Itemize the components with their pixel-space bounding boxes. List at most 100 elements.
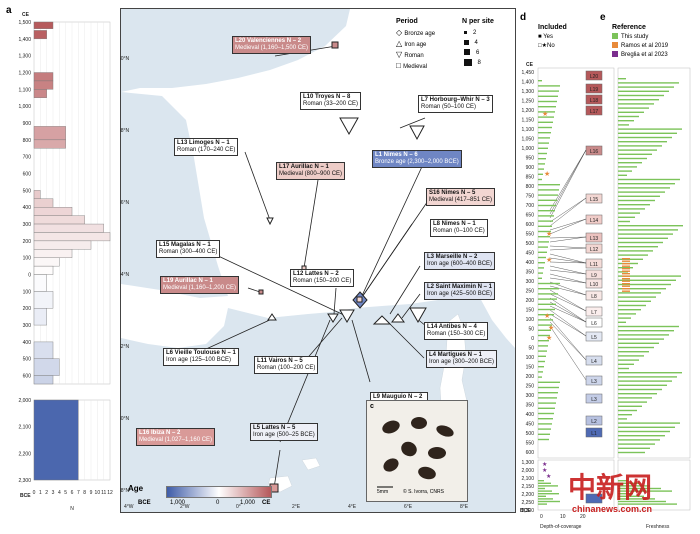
panel-e-freshness-bar	[618, 304, 646, 307]
panel-d-coverage-bar	[538, 423, 552, 425]
map-xtick: 4°E	[348, 504, 357, 510]
d-legend-title: Included	[538, 24, 567, 31]
site-label-desc: Medieval (1,160–1,200 CE)	[163, 285, 237, 291]
panel-e-freshness-bar	[618, 183, 675, 185]
panel-de-coverage: CE1,4501,4001,3001,2501,2001,1501,1001,0…	[520, 62, 691, 530]
map-ytick: 48°N	[120, 128, 130, 134]
e-legend-label: This study	[621, 34, 649, 40]
panel-e-freshness-bar-bce	[618, 487, 661, 490]
panel-d-xlabel: Depth-of-coverage	[540, 524, 582, 530]
panel-d-connector	[549, 149, 587, 215]
triangle-down-icon: ▽	[396, 50, 405, 59]
panel-a-ytick: 600	[23, 374, 32, 380]
square-icon	[464, 30, 467, 34]
panel-d-connector	[549, 261, 587, 264]
site-symbols	[258, 41, 427, 493]
panel-d-ytick: 600	[526, 222, 535, 228]
panel-d-site-label: L3	[591, 379, 597, 385]
panel-d-coverage-bar	[538, 340, 549, 342]
site-symbol-l13	[266, 217, 274, 226]
panel-d-coverage-bar-bce	[538, 498, 553, 500]
panel-d-coverage-bar-bce	[538, 480, 544, 482]
legend-period-label: Roman	[404, 53, 424, 59]
panel-e-freshness-bar-bce	[618, 480, 628, 482]
filled-square-icon: ■	[538, 34, 544, 40]
panel-d-site-label: L8	[591, 294, 597, 300]
panel-d-connector	[549, 325, 587, 381]
panel-d-coverage-bar	[538, 246, 548, 248]
panel-d-site-label: L6	[591, 321, 597, 327]
panel-d-site-box	[585, 258, 603, 269]
panel-d-site-label: L16	[590, 149, 599, 155]
age-min-label: BCE	[138, 500, 151, 506]
panel-d-coverage-bar	[538, 371, 543, 373]
panel-d-ytick: 900	[526, 165, 535, 171]
panel-a-ytick: 300	[23, 222, 32, 228]
site-label-title: L9 Mauguio N – 2	[373, 394, 423, 400]
panel-d-coverage-bar	[538, 152, 547, 155]
panel-d-site-box-l1	[585, 493, 603, 504]
panel-d-connector	[549, 297, 587, 323]
panel-a-ytick: 800	[23, 138, 32, 144]
panel-e-freshness-bar	[618, 372, 682, 374]
panel-e-freshness-bar	[618, 258, 643, 260]
panel-e-freshness-bar	[618, 317, 631, 319]
site-label-title: L4 Martigues N – 1	[429, 352, 483, 358]
panel-a-bar	[33, 274, 47, 292]
panel-d-connector	[549, 269, 587, 275]
panel-d-coverage-bar	[538, 126, 552, 129]
panel-d-coverage-bar	[538, 407, 555, 409]
panel-d-ytick: 200	[526, 298, 535, 304]
panel-e-freshness-bar	[618, 401, 647, 403]
panel-a-xtick: 0	[33, 490, 36, 496]
panel-d-ytick: 1,200	[521, 108, 534, 114]
site-symbol-l2	[391, 313, 405, 323]
map-xtick: 4°W	[124, 504, 134, 510]
panel-e-ramos-bar	[622, 268, 630, 270]
panel-d-site-box	[585, 317, 603, 328]
panel-d-coverage-bar	[538, 137, 550, 139]
panel-a-xtick: 5	[64, 490, 67, 496]
panel-e-freshness-bar	[618, 237, 668, 239]
panel-e-freshness-bar	[618, 149, 657, 151]
map-xtick: 8°E	[460, 504, 469, 510]
panel-d-site-label: L7	[591, 310, 597, 316]
panel-d-coverage-bar	[538, 184, 560, 186]
panel-d-ytick-bce: 2,200	[521, 492, 534, 498]
panel-e-freshness-bar	[618, 355, 644, 357]
site-label-title: L3 Marseille N – 2	[427, 254, 478, 260]
site-label-desc: Medieval (1,027–1,160 CE)	[139, 437, 213, 443]
panel-d-connector	[549, 236, 587, 243]
d-legend-item: □★No	[538, 42, 555, 51]
panel-d-ytick: 950	[526, 156, 535, 162]
panel-e-ramos-bar	[622, 260, 630, 262]
panel-e-freshness-bar	[618, 157, 647, 160]
site-label-desc: Roman (100–200 CE)	[257, 365, 316, 371]
panel-d-coverage-bar	[538, 204, 556, 207]
panel-d-ytick: 1,450	[521, 70, 534, 76]
panel-d-coverage-bar	[538, 324, 552, 326]
star-icon: ★	[546, 230, 552, 238]
site-label-title: L17 Aurillac N – 1	[279, 164, 329, 170]
panel-d-coverage-bar	[538, 210, 555, 212]
panel-d-ytick: 1,150	[521, 118, 534, 124]
panel-d-site-box	[585, 193, 603, 204]
panel-d-ytick: 0	[531, 336, 534, 342]
panel-d-ytick-bce: 2,000	[521, 468, 534, 474]
panel-e-freshness-bar	[618, 195, 660, 197]
site-label-desc: Roman (300–400 CE)	[159, 249, 218, 255]
panel-d-ytick: 1,400	[521, 80, 534, 86]
balearic	[267, 457, 321, 493]
site-label-desc: Roman (50–100 CE)	[421, 104, 477, 110]
panel-e-freshness-bar	[618, 300, 651, 302]
panel-a-bar	[33, 308, 47, 326]
panel-d-ytick: 1,250	[521, 99, 534, 105]
panel-a-ytick: 500	[23, 357, 32, 363]
panel-d-connector	[549, 285, 587, 296]
panel-e-xlabel: Freshness	[646, 524, 670, 530]
site-label-desc: Roman (33–200 CE)	[303, 101, 359, 107]
panel-a-bar	[33, 139, 66, 149]
